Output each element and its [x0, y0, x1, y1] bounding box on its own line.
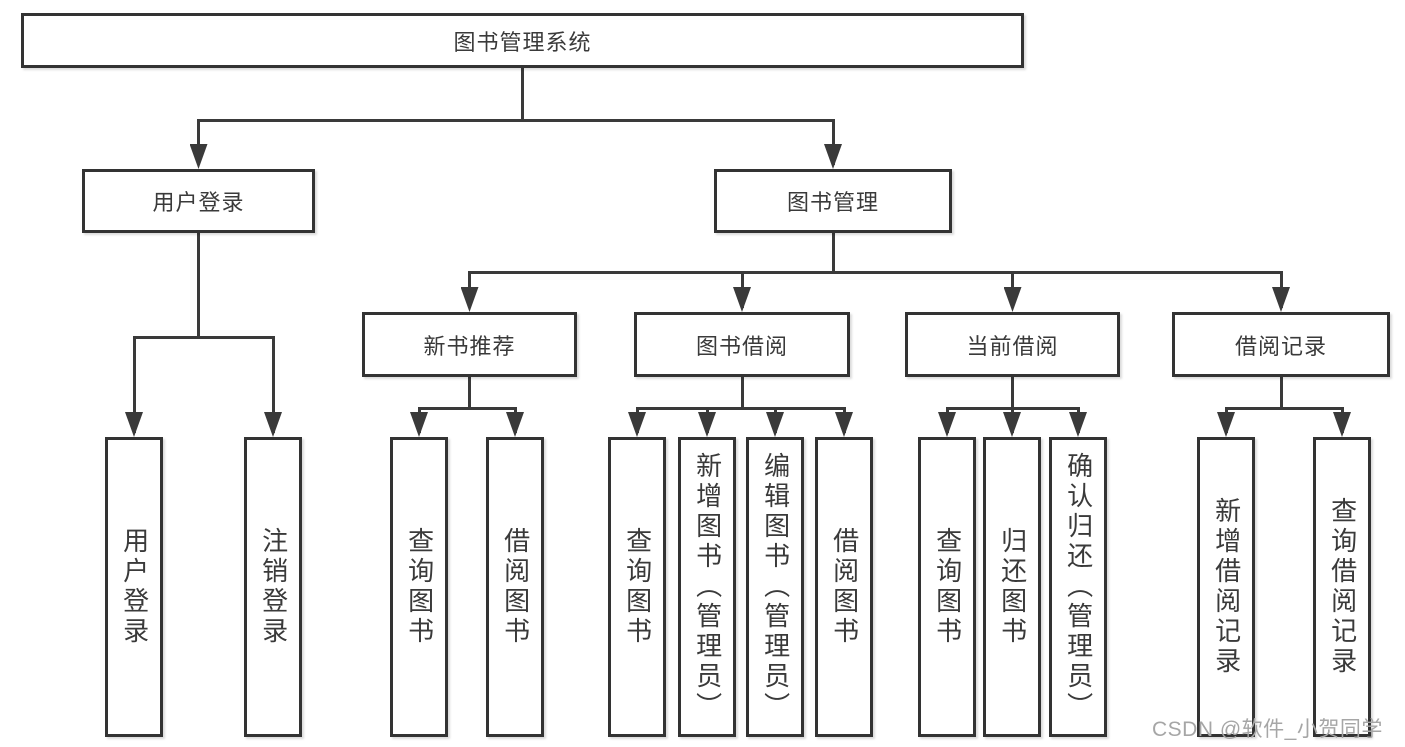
node-user-login: 用户登录 [82, 169, 315, 233]
node-label-leaf-logout: 注销登录 [258, 527, 289, 647]
arrow-down-icon [766, 412, 784, 437]
node-label-leaf-query-borrow-record: 查询借阅记录 [1327, 497, 1358, 677]
arrow-down-icon [189, 144, 208, 169]
node-label-user-login: 用户登录 [152, 190, 245, 215]
arrow-down-icon [1003, 287, 1022, 312]
node-label-current-borrowing: 当前借阅 [966, 333, 1059, 359]
node-book-borrowing: 图书借阅 [634, 312, 850, 377]
node-leaf-query-books-1: 查询图书 [390, 437, 448, 737]
node-borrowing-records: 借阅记录 [1172, 312, 1390, 377]
node-new-book-recommend: 新书推荐 [362, 312, 577, 377]
connector-line [831, 233, 835, 272]
node-leaf-query-borrow-record: 查询借阅记录 [1313, 437, 1371, 737]
connector-line [740, 377, 744, 408]
node-label-leaf-add-borrow-record: 新增借阅记录 [1211, 497, 1242, 677]
node-leaf-confirm-return-admin: 确认归还（管理员） [1049, 437, 1107, 737]
arrow-down-icon [1333, 412, 1351, 437]
node-label-leaf-confirm-return-admin: 确认归还（管理员） [1063, 452, 1094, 722]
node-label-leaf-return-books: 归还图书 [997, 527, 1028, 647]
connector-line [468, 377, 471, 408]
node-label-leaf-query-books-1: 查询图书 [404, 527, 435, 647]
arrow-down-icon [628, 412, 646, 437]
arrow-down-icon [1272, 287, 1290, 312]
node-label-leaf-user-login: 用户登录 [119, 527, 150, 647]
node-leaf-return-books: 归还图书 [983, 437, 1041, 737]
node-current-borrowing: 当前借阅 [905, 312, 1120, 377]
node-label-leaf-edit-books-admin: 编辑图书（管理员） [760, 452, 791, 722]
node-leaf-borrow-books-2: 借阅图书 [815, 437, 873, 737]
node-label-book-management: 图书管理 [786, 190, 879, 215]
node-leaf-logout: 注销登录 [244, 437, 302, 737]
node-label-leaf-query-books-2: 查询图书 [622, 527, 653, 647]
node-label-leaf-query-books-3: 查询图书 [932, 527, 963, 647]
node-leaf-query-books-2: 查询图书 [608, 437, 666, 737]
node-label-leaf-add-books-admin: 新增图书（管理员） [692, 452, 723, 722]
arrow-down-icon [460, 287, 479, 312]
connector-line [197, 233, 200, 337]
arrow-down-icon [410, 412, 428, 437]
arrow-down-icon [938, 412, 956, 437]
arrow-down-icon [506, 412, 524, 437]
arrow-down-icon [824, 144, 842, 169]
node-label-new-book-recommend: 新书推荐 [423, 333, 516, 359]
node-leaf-edit-books-admin: 编辑图书（管理员） [746, 437, 804, 737]
connector-line [635, 406, 846, 410]
node-label-borrowing-records: 借阅记录 [1234, 333, 1327, 359]
connector-line [417, 406, 517, 410]
node-leaf-add-borrow-record: 新增借阅记录 [1197, 437, 1255, 737]
arrow-down-icon [835, 412, 853, 437]
node-label-library-management-system: 图书管理系统 [453, 29, 592, 55]
connector-line [271, 337, 275, 433]
node-label-leaf-borrow-books-2: 借阅图书 [829, 527, 860, 647]
connector-line [197, 120, 200, 165]
arrow-down-icon [733, 287, 751, 312]
arrow-down-icon [1069, 412, 1087, 437]
node-leaf-query-books-3: 查询图书 [918, 437, 976, 737]
node-leaf-add-books-admin: 新增图书（管理员） [678, 437, 736, 737]
node-label-book-borrowing: 图书借阅 [695, 333, 788, 359]
csdn-watermark: CSDN @软件_小贺同学 [1152, 718, 1383, 741]
node-library-management-system: 图书管理系统 [21, 13, 1024, 68]
connector-line [468, 270, 1283, 274]
connector-line [197, 118, 835, 122]
connector-line [132, 335, 275, 339]
arrow-down-icon [264, 412, 282, 437]
node-leaf-user-login: 用户登录 [105, 437, 163, 737]
arrow-down-icon [125, 412, 143, 437]
connector-line [1011, 377, 1014, 408]
arrow-down-icon [1003, 412, 1021, 437]
connector-line [1279, 377, 1283, 408]
connector-line [831, 120, 835, 165]
connector-line [521, 68, 524, 120]
connector-line [132, 337, 136, 433]
arrow-down-icon [1217, 412, 1235, 437]
node-leaf-borrow-books-1: 借阅图书 [486, 437, 544, 737]
node-book-management: 图书管理 [714, 169, 952, 233]
arrow-down-icon [698, 412, 716, 437]
node-label-leaf-borrow-books-1: 借阅图书 [500, 527, 531, 647]
connector-line [1224, 406, 1344, 410]
